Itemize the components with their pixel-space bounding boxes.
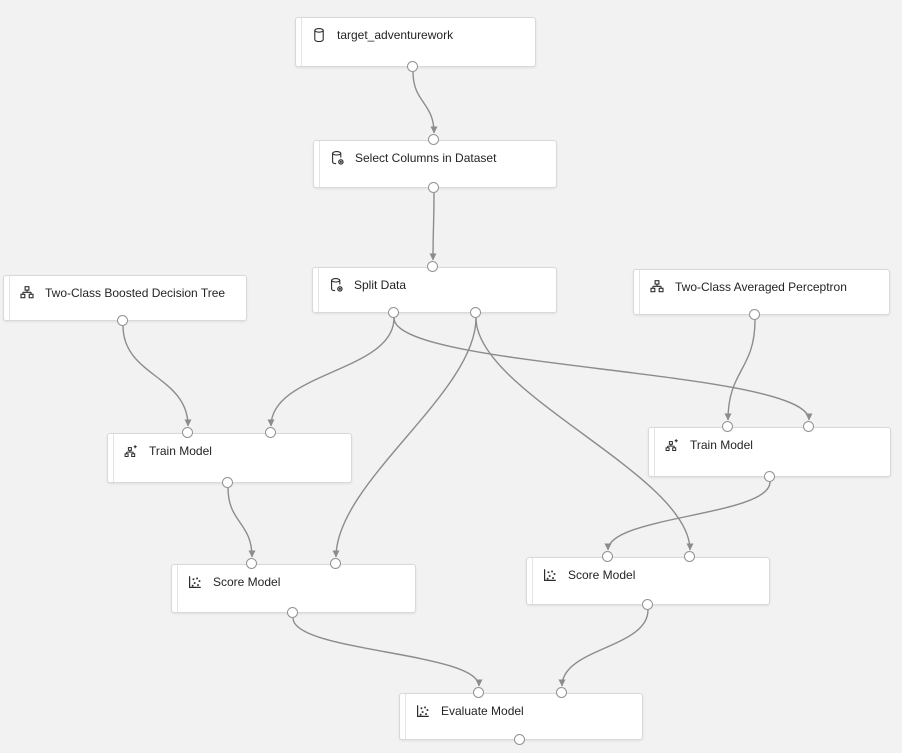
node-score-right[interactable]: Score Model [526,557,770,605]
edge-split-data-to-train-right[interactable] [393,317,813,421]
scatter-icon [415,703,431,719]
score-left-input-port-1[interactable] [330,558,342,570]
train-left-output-port-0[interactable] [222,477,234,489]
train-right-input-port-1[interactable] [803,421,815,433]
node-label: Train Model [690,438,753,452]
node-header: Two-Class Boosted Decision Tree [4,276,246,301]
node-header: target_adventurework [296,18,535,43]
database-gear-icon [328,277,344,293]
select-columns-input-port-0[interactable] [428,134,440,146]
edge-dataset-to-select-columns[interactable] [412,71,438,134]
node-label: Evaluate Model [441,704,524,718]
node-train-left[interactable]: Train Model [107,433,352,483]
edge-split-data-to-score-right[interactable] [475,317,694,551]
node-train-right[interactable]: Train Model [648,427,891,477]
train-right-output-port-0[interactable] [764,471,776,483]
node-label: Two-Class Boosted Decision Tree [45,286,226,300]
train-icon [123,443,139,459]
score-right-output-port-0[interactable] [642,599,654,611]
database-icon [311,27,327,43]
node-label: Split Data [354,278,407,292]
node-header: Score Model [527,558,769,583]
node-select-columns[interactable]: Select Columns in Dataset [313,140,557,188]
train-left-input-port-0[interactable] [182,427,194,439]
edge-split-data-to-score-left[interactable] [332,317,477,558]
node-evaluate[interactable]: Evaluate Model [399,693,643,740]
node-label: Select Columns in Dataset [355,151,497,165]
node-boosted-tree[interactable]: Two-Class Boosted Decision Tree [3,275,247,321]
database-gear-icon [329,150,345,166]
evaluate-input-port-0[interactable] [473,687,485,699]
edge-train-right-to-score-right[interactable] [604,481,771,551]
scatter-icon [187,574,203,590]
sitemap-icon [19,285,35,301]
edge-select-columns-to-split-data[interactable] [429,192,437,261]
node-label: Train Model [149,444,212,458]
evaluate-output-port-0[interactable] [514,734,526,746]
node-split-data[interactable]: Split Data [312,267,557,313]
select-columns-output-port-0[interactable] [428,182,440,194]
score-left-output-port-0[interactable] [287,607,299,619]
node-perceptron[interactable]: Two-Class Averaged Perceptron [633,269,890,315]
edge-perceptron-to-train-right[interactable] [724,319,756,421]
dataset-output-port-0[interactable] [407,61,419,73]
node-header: Two-Class Averaged Perceptron [634,270,889,295]
score-right-input-port-1[interactable] [684,551,696,563]
edge-train-left-to-score-left[interactable] [227,487,256,558]
node-label: Two-Class Averaged Perceptron [675,280,847,294]
node-dataset[interactable]: target_adventurework [295,17,536,67]
node-header: Train Model [108,434,351,459]
train-right-input-port-0[interactable] [722,421,734,433]
edge-boosted-tree-to-train-left[interactable] [122,325,192,427]
scatter-icon [542,567,558,583]
perceptron-output-port-0[interactable] [749,309,761,321]
node-header: Score Model [172,565,415,590]
split-data-output-port-0[interactable] [388,307,400,319]
node-label: Score Model [568,568,636,582]
node-label: target_adventurework [337,28,454,42]
score-left-input-port-0[interactable] [246,558,258,570]
node-header: Select Columns in Dataset [314,141,556,166]
node-score-left[interactable]: Score Model [171,564,416,613]
split-data-input-port-0[interactable] [427,261,439,273]
edge-score-left-to-evaluate[interactable] [292,617,483,687]
edge-score-right-to-evaluate[interactable] [558,609,649,687]
node-label: Score Model [213,575,281,589]
node-header: Evaluate Model [400,694,642,719]
edge-split-data-to-train-left[interactable] [267,317,395,427]
sitemap-icon [649,279,665,295]
split-data-output-port-1[interactable] [470,307,482,319]
evaluate-input-port-1[interactable] [556,687,568,699]
train-left-input-port-1[interactable] [265,427,277,439]
train-icon [664,437,680,453]
node-header: Train Model [649,428,890,453]
node-header: Split Data [313,268,556,293]
score-right-input-port-0[interactable] [602,551,614,563]
boosted-tree-output-port-0[interactable] [117,315,129,327]
